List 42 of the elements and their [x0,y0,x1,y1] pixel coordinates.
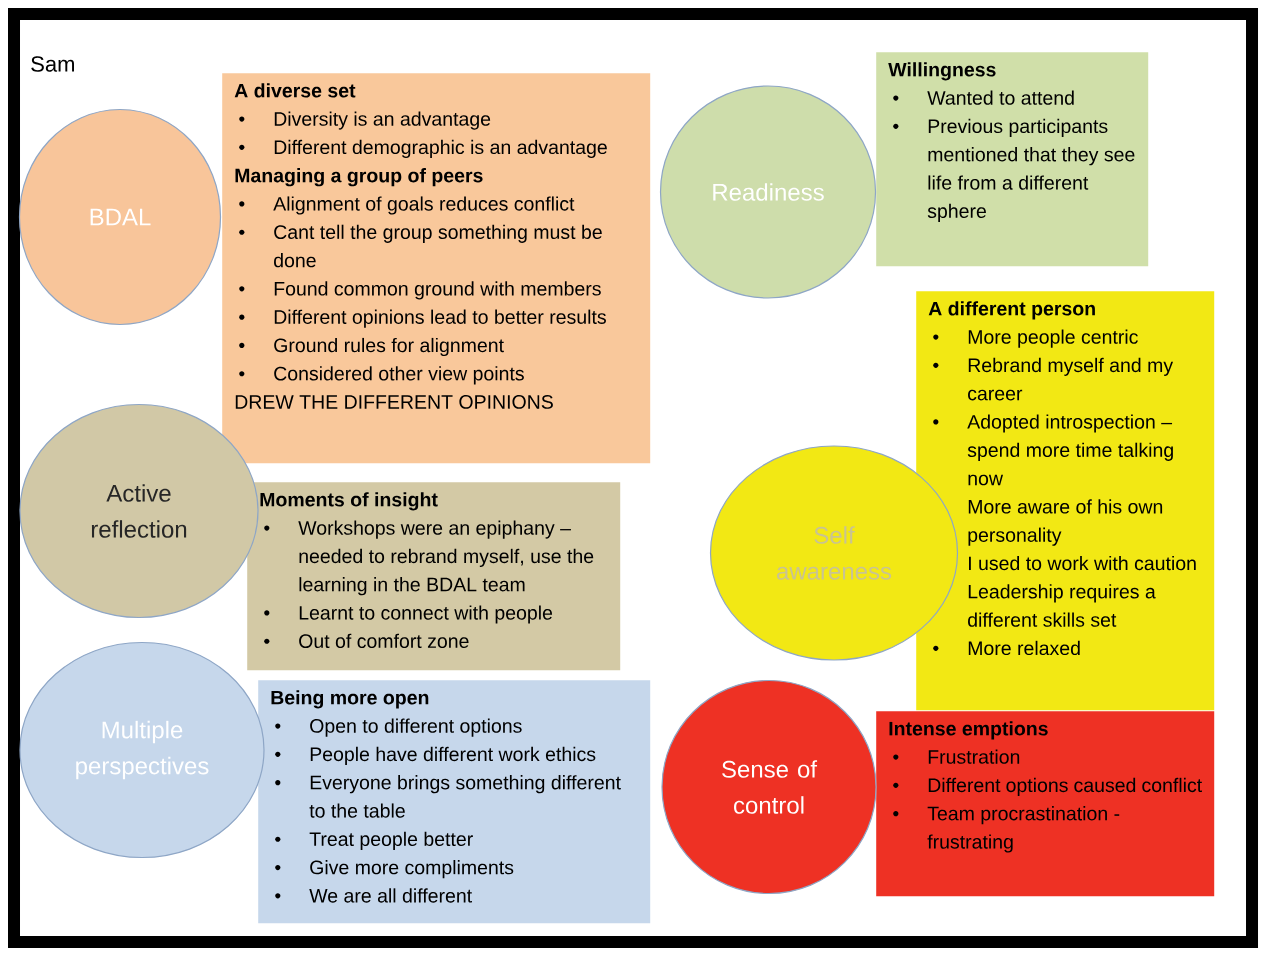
list-item: We are all different [309,888,472,903]
text-box [247,482,621,671]
list-item: Cant tell the group something must be done [274,224,602,268]
list-item: Different options caused conflict [928,777,1202,796]
text-box [258,680,651,924]
heading: Managing a group of peers [235,168,483,187]
list-item: Ground rules for alignment [274,337,504,357]
list-item: Adopted introspection – spend more time talking now [967,414,1173,486]
list-item: Treat people better [309,831,473,850]
list-item: Everyone brings something different to the table [309,775,621,818]
list-item: Out of comfort zone [299,633,469,649]
list-item: People have different work ethics [310,746,596,765]
list-item: I used to work with caution [969,555,1196,571]
list-item: Rebrand myself and my career [968,357,1174,401]
list-item: More people centric [968,329,1138,348]
list-item: Wanted to attend [927,90,1074,105]
list-item: Different opinions lead to better results [274,309,606,328]
list-item: Leadership requires a different skills set [968,584,1156,627]
list-item: More relaxed [968,640,1080,656]
list-item: Open to different options [310,718,522,737]
list-item: Diversity is an advantage [274,111,491,130]
list-item: Learnt to connect with people [299,605,553,624]
text-box [876,52,1149,267]
list-item: Considered other view points [274,366,524,385]
list-item: Frustration [928,749,1020,764]
text-box [222,73,651,464]
heading: A different person [928,301,1095,320]
heading: Moments of insight [260,492,438,511]
list-item: Found common ground with members [274,281,601,300]
heading: Intense emptions [889,721,1048,740]
list-item: Team procrastination - frustrating [927,806,1120,853]
heading: Willingness [888,62,996,81]
list-item: Alignment of goals reduces conflict [273,196,575,215]
name-label: Sam [31,56,74,72]
list-item: Previous participants mentioned that they see life from a different sphere [927,118,1135,222]
list-item: More aware of his own personality [968,499,1163,546]
text-box [876,711,1215,897]
list-item: Different demographic is an advantage [274,139,607,158]
list-item: Workshops were an epiphany – needed to rebrand myself, use the learning in the BDAL team [298,520,594,596]
list-item: Give more compliments [310,860,514,879]
heading: Being more open [271,690,429,709]
heading: A diverse set [234,83,356,98]
